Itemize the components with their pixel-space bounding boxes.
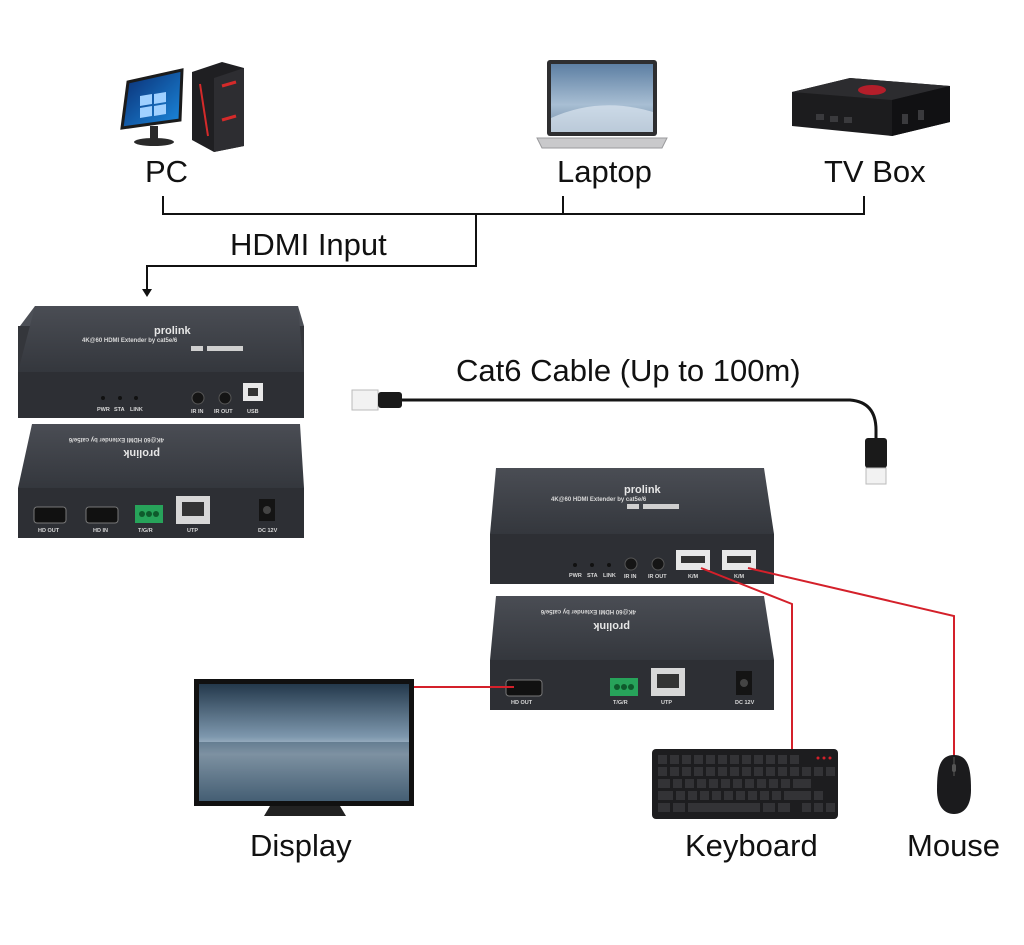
tx-brand-label: prolink <box>154 325 192 337</box>
rx-km-label-1: K/M <box>688 574 699 580</box>
rx-model-label: 4K@60 HDMI Extender by cat5e/6 <box>551 497 647 503</box>
tx-usb-label: USB <box>247 409 259 415</box>
rx-link-label: LINK <box>603 573 616 579</box>
tx-tgr-label: T/G/R <box>138 528 153 534</box>
receiver-rear: prolink 4K@60 HDMI Extender by cat5e/6 H… <box>490 596 774 710</box>
rx-utp-label: UTP <box>661 700 672 706</box>
arrow-down-icon <box>142 289 152 297</box>
receiver-front: prolink 4K@60 HDMI Extender by cat5e/6 P… <box>490 468 774 584</box>
pc-icon <box>120 62 244 152</box>
tx-utp-label: UTP <box>187 528 198 534</box>
rx-ir-in-label: IR IN <box>624 574 637 580</box>
transmitter-rear: prolink 4K@60 HDMI Extender by cat5e/6 H… <box>18 424 304 538</box>
tx-rear-model-label: 4K@60 HDMI Extender by cat5e/6 <box>68 436 164 442</box>
cat6-cable <box>351 389 887 485</box>
mouse-label: Mouse <box>907 828 1001 863</box>
tx-ir-in-label: IR IN <box>191 409 204 415</box>
cat6-cable-label: Cat6 Cable (Up to 100m) <box>456 353 801 388</box>
transmitter-front: prolink 4K@60 HDMI Extender by cat5e/6 P… <box>18 306 304 418</box>
laptop-label: Laptop <box>557 154 652 189</box>
pc-label: PC <box>145 154 189 189</box>
tx-link-label: LINK <box>130 407 143 413</box>
tx-pwr-label: PWR <box>97 407 110 413</box>
keyboard-label: Keyboard <box>685 828 818 863</box>
rx-rear-brand-label: prolink <box>592 620 630 632</box>
tx-hd-out-label: HD OUT <box>38 528 60 534</box>
display-icon <box>194 679 414 816</box>
tx-model-label: 4K@60 HDMI Extender by cat5e/6 <box>82 338 178 344</box>
rx-dc-label: DC 12V <box>735 700 755 706</box>
tv-box-label: TV Box <box>824 154 926 189</box>
hdmi-input-label: HDMI Input <box>230 227 387 262</box>
hdmi-input-lines <box>146 196 865 290</box>
laptop-icon <box>536 60 668 149</box>
tx-rear-brand-label: prolink <box>122 447 160 459</box>
display-label: Display <box>250 828 352 863</box>
rx-rear-model-label: 4K@60 HDMI Extender by cat5e/6 <box>540 608 636 614</box>
rx-tgr-label: T/G/R <box>613 700 628 706</box>
rx-hd-out-label: HD OUT <box>511 700 533 706</box>
rx-brand-label: prolink <box>624 484 662 496</box>
rx-km-label-2: K/M <box>734 574 745 580</box>
rx-ir-out-label: IR OUT <box>648 574 667 580</box>
rx-pwr-label: PWR <box>569 573 582 579</box>
tx-ir-out-label: IR OUT <box>214 409 233 415</box>
rx-sta-label: STA <box>587 573 598 579</box>
tv-box-icon <box>792 78 950 136</box>
tx-dc-label: DC 12V <box>258 528 278 534</box>
tx-hd-in-label: HD IN <box>93 528 108 534</box>
tx-sta-label: STA <box>114 407 125 413</box>
output-lines <box>414 567 955 757</box>
keyboard-icon <box>652 749 838 819</box>
mouse-icon <box>937 755 971 814</box>
